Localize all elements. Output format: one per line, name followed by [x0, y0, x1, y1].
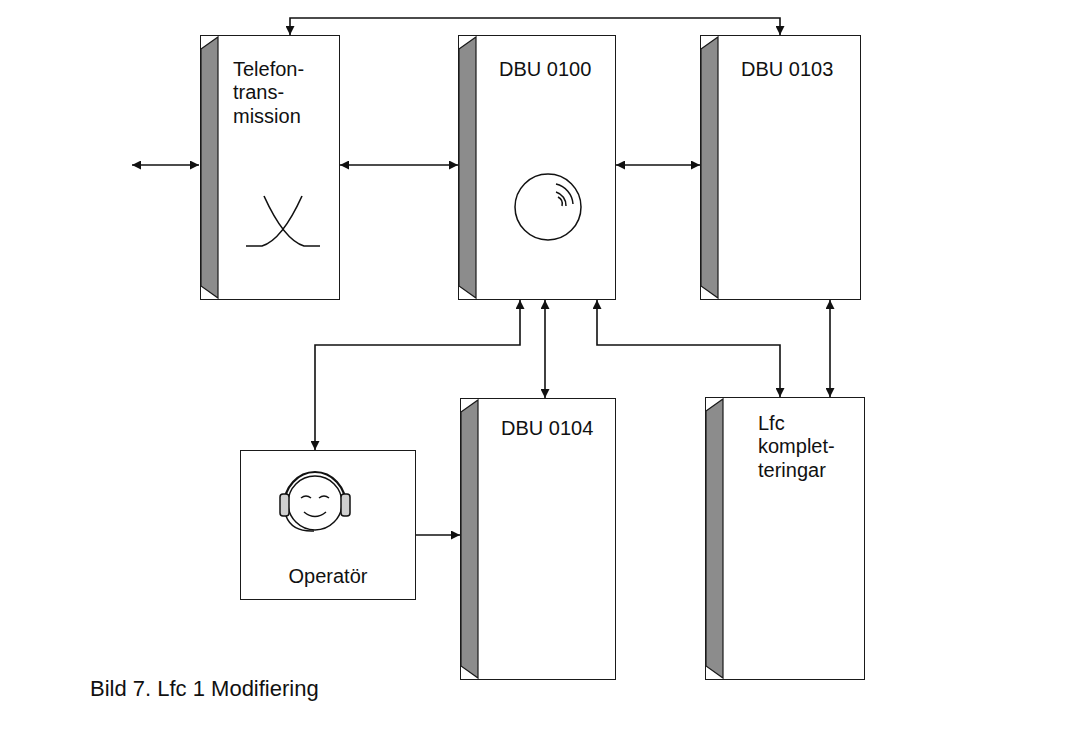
connector-arrow [290, 18, 780, 35]
box-label: Telefon- trans- mission [233, 58, 325, 128]
operator-icon [280, 472, 350, 531]
headset-microphone [286, 516, 314, 531]
figure-caption: Bild 7. Lfc 1 Modifiering [90, 676, 319, 702]
transmission-box: Telefon- trans- mission [200, 35, 340, 300]
headset-earpiece [341, 494, 350, 516]
headset-earpiece [280, 494, 289, 516]
computer-unit-box: DBU 0103 [700, 35, 861, 300]
disc-groove [558, 197, 562, 206]
crossover-curve [246, 196, 302, 246]
box-label: Operatör [249, 565, 407, 588]
disc-outline [515, 174, 581, 240]
side-panel [459, 37, 476, 298]
box-label: DBU 0100 [499, 58, 607, 81]
disc-icon [515, 174, 581, 240]
connector-arrow [597, 300, 780, 397]
side-panel [201, 37, 218, 298]
completion-box: Lfc komplet- teringar [705, 397, 865, 680]
disc-groove [556, 184, 573, 204]
headset-band [284, 472, 346, 506]
box-side-panels [201, 37, 723, 678]
face-outline [288, 476, 342, 530]
disc-groove [556, 192, 566, 206]
connector-arrow [315, 300, 520, 450]
crossover-curve [264, 196, 320, 246]
box-label: DBU 0104 [501, 417, 607, 440]
box-label: DBU 0103 [741, 58, 852, 81]
side-panel [701, 37, 718, 298]
crossover-symbol [246, 196, 320, 246]
connector-arrow [340, 164, 458, 166]
connector-arrow [829, 300, 831, 397]
connector-arrow [616, 164, 700, 166]
computer-unit-box: DBU 0100 [458, 35, 616, 300]
side-panel [461, 400, 478, 678]
eye [319, 496, 329, 498]
operator-box: Operatör [240, 450, 416, 600]
connector-arrow [544, 300, 546, 398]
side-panel [706, 399, 723, 678]
box-label: Lfc komplet- teringar [758, 412, 854, 482]
connector-arrow [416, 534, 460, 536]
computer-unit-box: DBU 0104 [460, 398, 616, 680]
mouth [304, 512, 326, 517]
external-line-arrow [132, 164, 199, 166]
eye [301, 496, 311, 498]
